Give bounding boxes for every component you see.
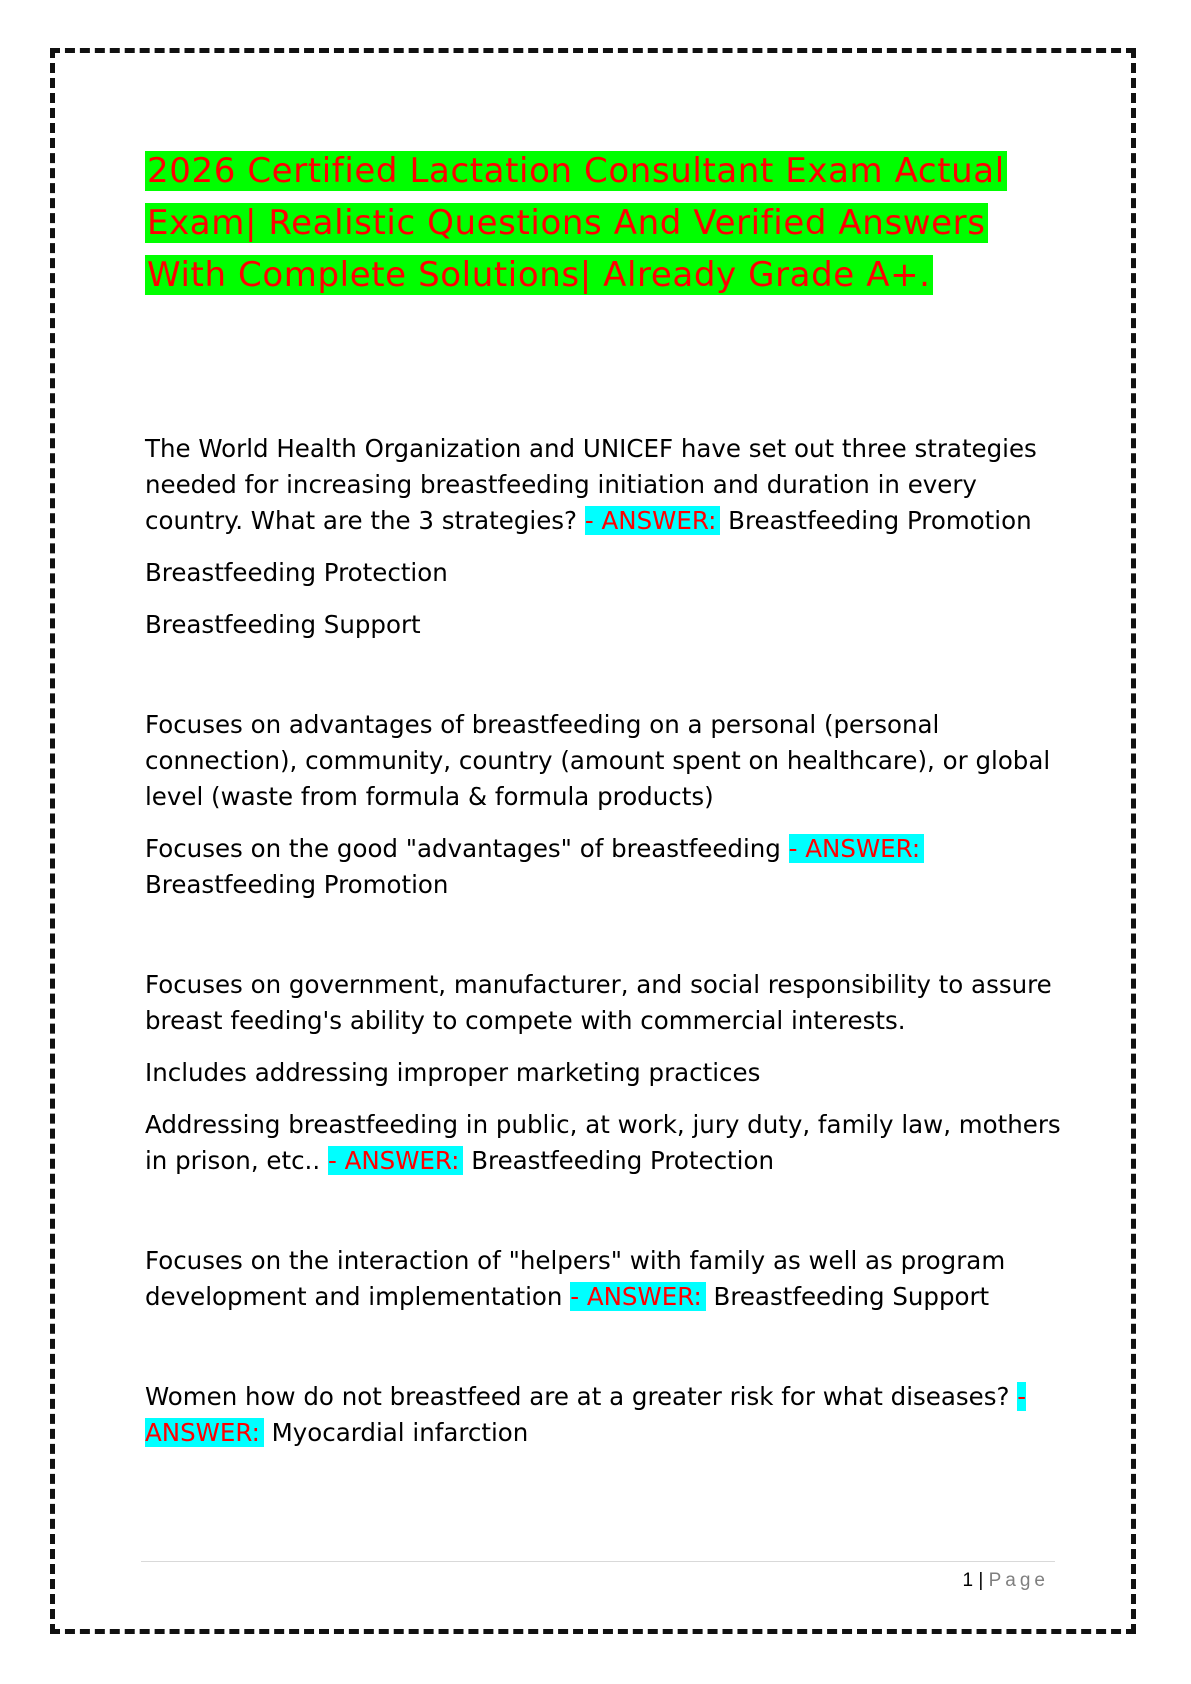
context-paragraph: Focuses on advantages of breastfeeding o… <box>145 710 1051 811</box>
question-paragraph: Addressing breastfeeding in public, at w… <box>145 1107 1065 1179</box>
qa-item-3: Focuses on government, manufacturer, and… <box>145 967 1065 1179</box>
footer-rule <box>141 1561 1055 1562</box>
context-paragraph: Focuses on government, manufacturer, and… <box>145 970 1052 1035</box>
question-text: Focuses on the interaction of "helpers" … <box>145 1246 1006 1311</box>
answer-tag: - ANSWER: <box>327 1146 464 1175</box>
qa-item-1: The World Health Organization and UNICEF… <box>145 431 1065 643</box>
document-title-text: 2026 Certified Lactation Consultant Exam… <box>145 151 1007 295</box>
question-text: Women how do not breastfeed are at a gre… <box>145 1382 1010 1411</box>
question-text: Focuses on the good "advantages" of brea… <box>145 834 781 863</box>
page-number: 1 <box>962 1570 974 1591</box>
answer-tag: - ANSWER: <box>788 834 925 863</box>
qa-list: The World Health Organization and UNICEF… <box>145 431 1065 1451</box>
answer-text: Breastfeeding Promotion <box>728 506 1032 535</box>
context-paragraph: Includes addressing improper marketing p… <box>145 1058 761 1087</box>
question-text: The World Health Organization and UNICEF… <box>145 434 1037 535</box>
answer-tag: - ANSWER: <box>570 1282 706 1311</box>
answer-text: Breastfeeding Support <box>713 1282 990 1311</box>
answer-tag: - ANSWER: <box>584 506 721 535</box>
question-paragraph: Women how do not breastfeed are at a gre… <box>145 1379 1065 1451</box>
question-paragraph: Focuses on the interaction of "helpers" … <box>145 1243 1065 1315</box>
question-text: Addressing breastfeeding in public, at w… <box>145 1110 1061 1175</box>
document-body: 2026 Certified Lactation Consultant Exam… <box>145 145 1065 1515</box>
qa-item-4: Focuses on the interaction of "helpers" … <box>145 1243 1065 1315</box>
answer-text: Breastfeeding Protection <box>471 1146 774 1175</box>
answer-text: Breastfeeding Promotion <box>145 870 449 899</box>
question-paragraph: The World Health Organization and UNICEF… <box>145 431 1065 539</box>
page-word: Page <box>988 1570 1049 1591</box>
page-border <box>50 48 1136 1634</box>
page-separator: | <box>978 1570 984 1591</box>
answer-extra-line: Breastfeeding Support <box>145 610 421 639</box>
qa-item-5: Women how do not breastfeed are at a gre… <box>145 1379 1065 1451</box>
answer-extra-line: Breastfeeding Protection <box>145 558 448 587</box>
question-paragraph: Focuses on the good "advantages" of brea… <box>145 831 1065 903</box>
answer-text: Myocardial infarction <box>271 1418 529 1447</box>
qa-item-2: Focuses on advantages of breastfeeding o… <box>145 707 1065 903</box>
page-footer: 1 | Page <box>963 1567 1049 1595</box>
document-title: 2026 Certified Lactation Consultant Exam… <box>145 145 1065 301</box>
